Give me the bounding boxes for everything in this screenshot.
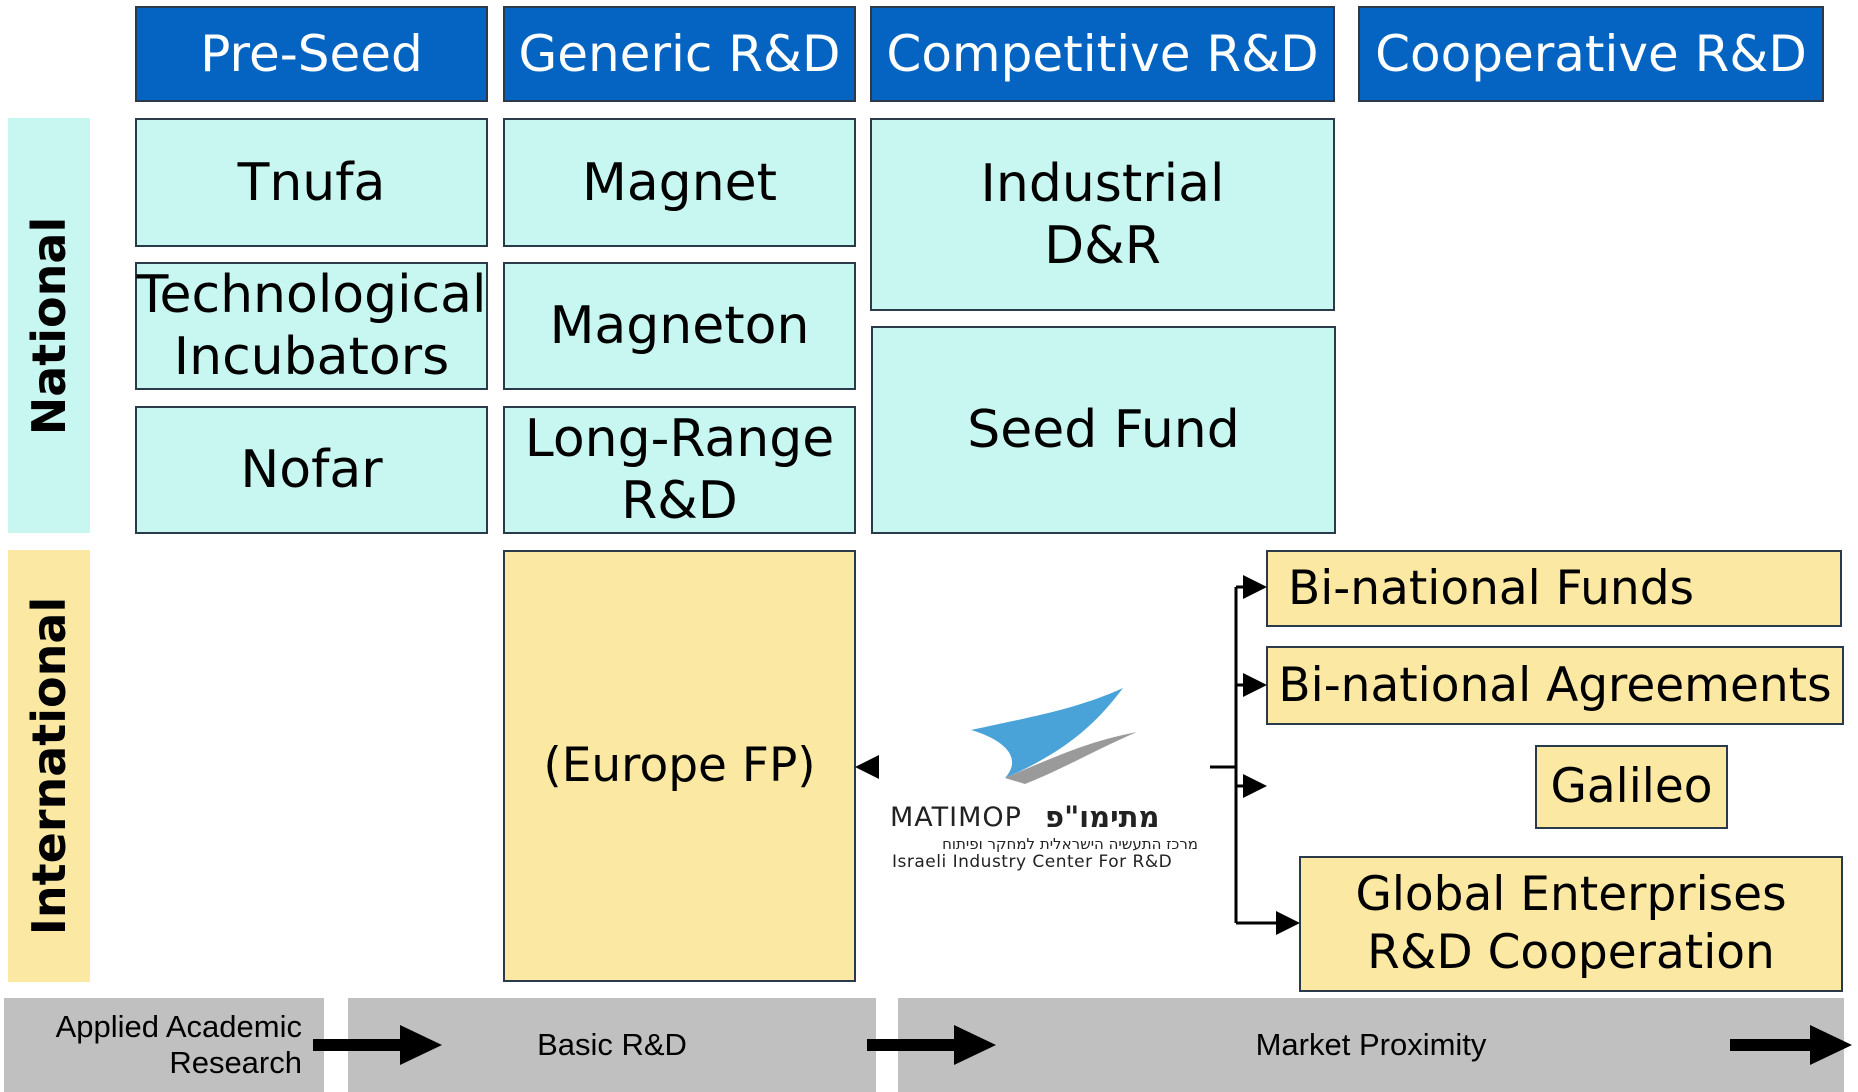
- program-global-enterprises-rd: Global Enterprises R&D Cooperation: [1299, 856, 1843, 992]
- national-label-text: National: [22, 216, 76, 435]
- long-range-line1: Long-Range: [524, 409, 835, 469]
- industrial-line2: D&R: [1044, 215, 1161, 276]
- global-line1: Global Enterprises: [1355, 867, 1787, 922]
- matimop-name-latin: MATIMOP: [890, 802, 1022, 833]
- applied-line2: Research: [169, 1045, 302, 1080]
- program-magnet: Magnet: [503, 118, 856, 247]
- long-range-line2: R&D: [621, 471, 738, 531]
- program-tnufa: Tnufa: [135, 118, 488, 247]
- program-binational-agreements: Bi-national Agreements: [1266, 646, 1844, 725]
- header-pre-seed: Pre-Seed: [135, 6, 488, 102]
- national-side-label: National: [8, 118, 90, 533]
- stage-market-proximity: Market Proximity: [898, 998, 1844, 1092]
- international-side-label: International: [8, 550, 90, 982]
- program-galileo: Galileo: [1535, 745, 1728, 829]
- program-binational-funds: Bi-national Funds: [1266, 550, 1842, 627]
- matimop-logo-icon: [971, 688, 1137, 784]
- stage-basic-rd: Basic R&D: [348, 998, 876, 1092]
- program-industrial-dr: Industrial D&R: [870, 118, 1335, 311]
- program-europe-fp: (Europe FP): [503, 550, 856, 982]
- matimop-subtitle-english: Israeli Industry Center For R&D: [892, 852, 1173, 872]
- header-competitive-rd: Competitive R&D: [870, 6, 1335, 102]
- header-cooperative-rd: Cooperative R&D: [1358, 6, 1824, 102]
- stage-applied-academic-research: Applied Academic Research: [4, 998, 324, 1092]
- program-long-range-rd: Long-Range R&D: [503, 406, 856, 534]
- industrial-line1: Industrial: [980, 153, 1225, 214]
- program-magneton: Magneton: [503, 262, 856, 390]
- matimop-name-hebrew: מתימו"פ: [1045, 800, 1160, 834]
- applied-line1: Applied Academic: [55, 1009, 302, 1044]
- program-technological-incubators: Technological Incubators: [135, 262, 488, 390]
- matimop-subtitle-hebrew: מרכז התעשיה הישראלית למחקר ופיתוח: [942, 835, 1198, 853]
- international-label-text: International: [22, 596, 77, 936]
- tech-incubators-line2: Incubators: [173, 327, 450, 387]
- tech-incubators-line1: Technological: [136, 265, 487, 325]
- global-line2: R&D Cooperation: [1367, 925, 1775, 980]
- program-seed-fund: Seed Fund: [871, 326, 1336, 534]
- header-generic-rd: Generic R&D: [503, 6, 856, 102]
- program-nofar: Nofar: [135, 406, 488, 534]
